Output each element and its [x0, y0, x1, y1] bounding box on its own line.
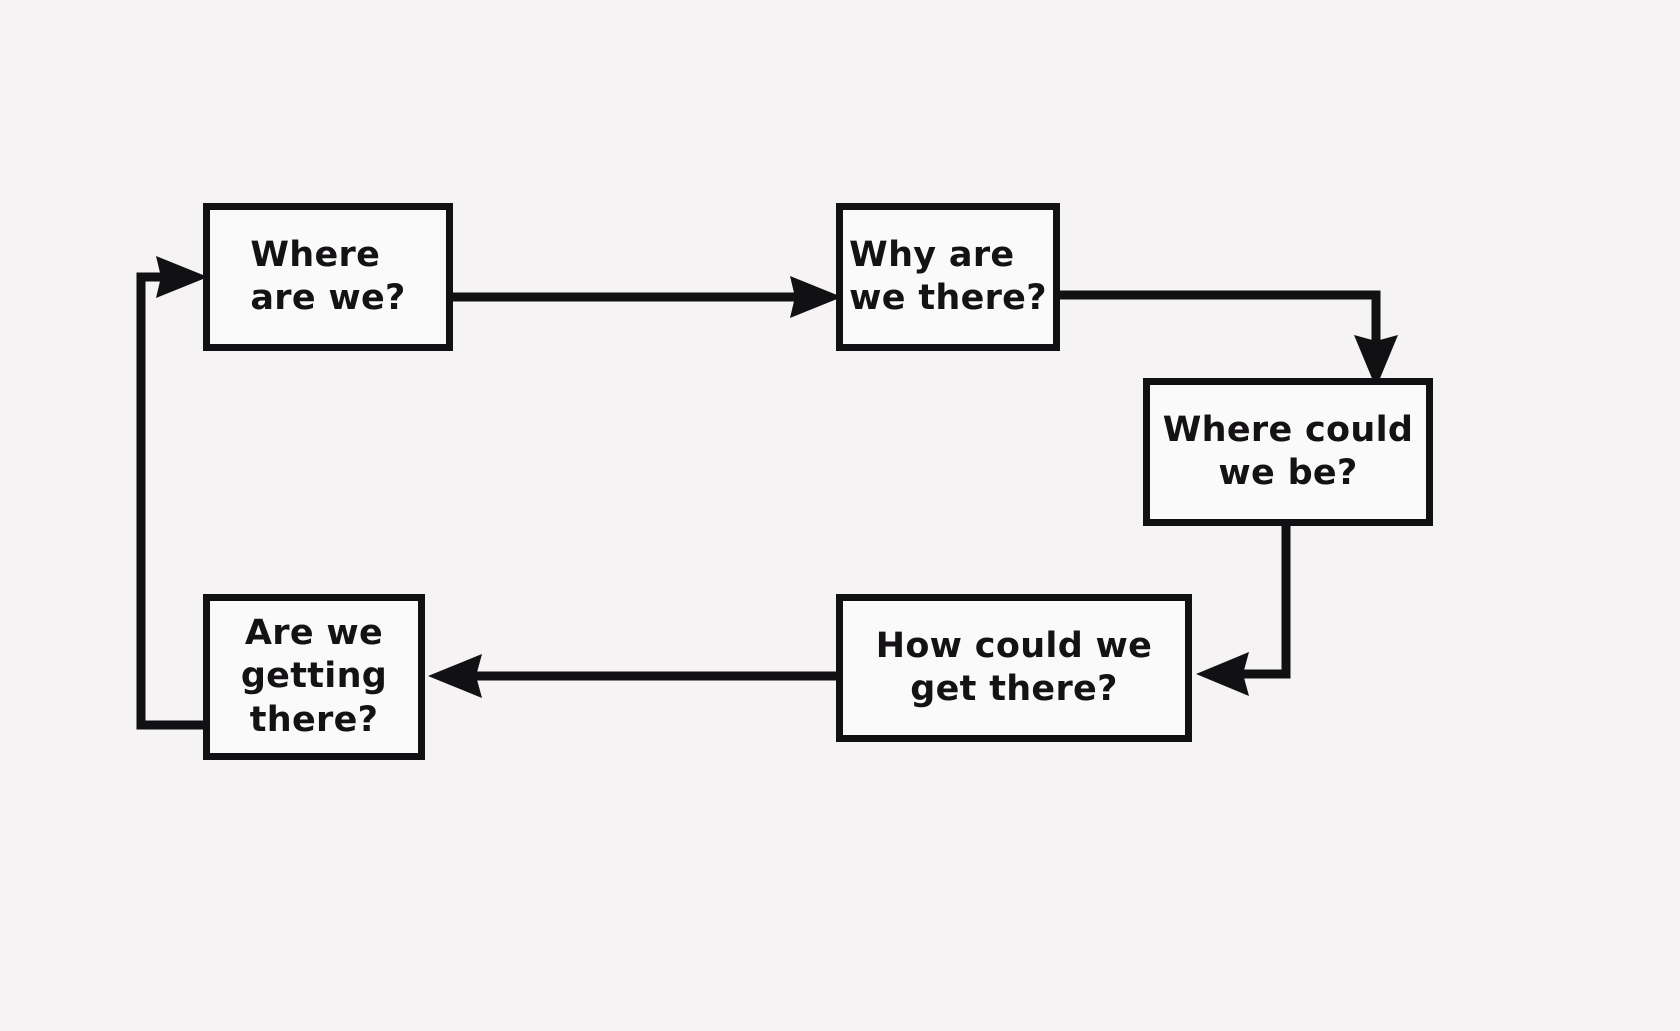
edge-where-could-we-be-to-how-could-we-get-there — [1196, 526, 1291, 696]
node-label-why-are-we-there: Why are we there? — [849, 234, 1047, 318]
node-where-are-we[interactable]: Where are we? — [203, 203, 453, 351]
edge-where-are-we-to-why-are-we-there — [452, 276, 842, 318]
node-why-are-we-there[interactable]: Why are we there? — [836, 203, 1060, 351]
edge-why-are-we-there-to-where-could-we-be — [1060, 290, 1398, 388]
node-how-could-we-get-there[interactable]: How could we get there? — [836, 594, 1192, 742]
edge-are-we-getting-there-to-where-are-we — [136, 256, 208, 730]
edge-how-could-we-get-there-to-are-we-getting-there — [428, 654, 836, 698]
node-label-how-could-we-get-there: How could we get there? — [875, 625, 1153, 709]
node-label-are-we-getting-there: Are we getting there? — [240, 612, 388, 740]
node-label-where-could-we-be: Where could we be? — [1162, 409, 1414, 493]
node-are-we-getting-there[interactable]: Are we getting there? — [203, 594, 425, 760]
node-label-where-are-we: Where are we? — [250, 234, 406, 318]
node-where-could-we-be[interactable]: Where could we be? — [1143, 378, 1433, 526]
